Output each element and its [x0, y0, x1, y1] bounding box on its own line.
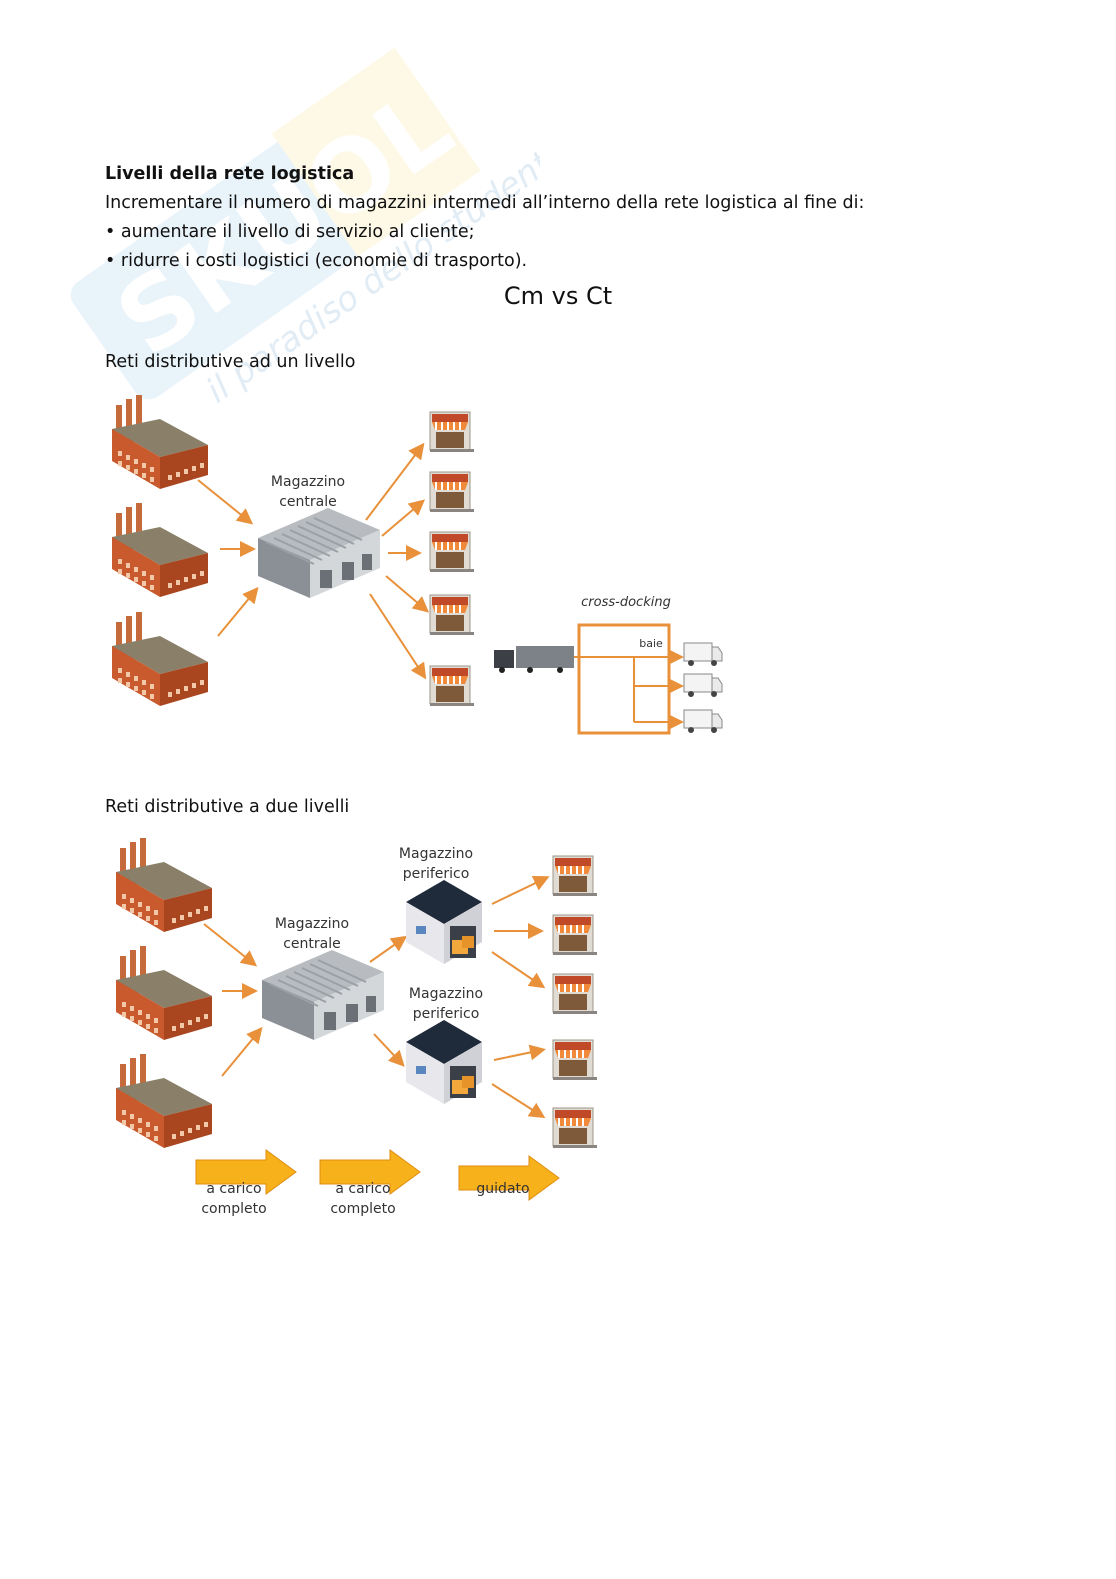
store-icon-5 — [429, 665, 475, 707]
bays-label: baie — [639, 637, 663, 650]
factory-icon-6 — [116, 1054, 212, 1148]
peripheral-warehouse-b-icon — [406, 1020, 482, 1104]
flow-arrow — [365, 442, 425, 521]
peripheral-warehouse-a-icon — [406, 880, 482, 964]
central-warehouse-icon — [257, 507, 381, 599]
peripheral-warehouse-b-label-line2: periferico — [413, 1006, 480, 1022]
peripheral-warehouse-b-label-line1: Magazzino — [409, 986, 483, 1002]
flow3-label: guidato — [476, 1181, 529, 1197]
flow-arrow — [203, 923, 258, 967]
peripheral-warehouse-a-label-line1: Magazzino — [399, 846, 473, 862]
cross-docking-label: cross-docking — [581, 595, 671, 610]
store-icon-1 — [429, 411, 475, 453]
bullet-service-level: • aumentare il livello di servizio al cl… — [105, 222, 475, 242]
section-heading: Livelli della rete logistica — [105, 164, 355, 184]
factory-icon-5 — [116, 946, 212, 1040]
subtitle-cm-vs-ct: Cm vs Ct — [503, 282, 613, 310]
peripheral-warehouse-a-label-line2: periferico — [403, 866, 470, 882]
flow2-label-line2: completo — [330, 1201, 395, 1217]
store-icon-6 — [552, 855, 598, 897]
store-icon-9 — [552, 1039, 598, 1081]
flow1-label-line2: completo — [201, 1201, 266, 1217]
van-icon-3 — [683, 709, 723, 734]
store-icon-3 — [429, 531, 475, 573]
flow-arrow — [369, 593, 427, 680]
section-intro: Incrementare il numero di magazzini inte… — [105, 193, 865, 213]
cross-dock-routing — [574, 649, 684, 730]
store-icon-8 — [552, 973, 598, 1015]
flow-arrow — [373, 1033, 405, 1067]
flow2-label-line1: a carico — [335, 1181, 390, 1197]
factory-icon-2 — [112, 503, 208, 597]
flow1-label-line1: a carico — [206, 1181, 261, 1197]
diagram-one-title: Reti distributive ad un livello — [105, 352, 356, 372]
store-icon-10 — [552, 1107, 598, 1149]
central-warehouse-2-label-line1: Magazzino — [275, 916, 349, 932]
central-warehouse-2-label-line2: centrale — [283, 936, 341, 952]
flow-arrow — [197, 479, 254, 525]
flow-arrow — [381, 499, 426, 537]
store-icon-4 — [429, 594, 475, 636]
flow-arrow — [385, 575, 430, 613]
flow-arrow — [369, 935, 408, 963]
flow-arrow — [491, 951, 546, 989]
flow-arrow — [491, 875, 550, 905]
central-warehouse-label-line2: centrale — [279, 494, 337, 510]
diagram-two-title: Reti distributive a due livelli — [105, 797, 350, 817]
factory-icon-3 — [112, 612, 208, 706]
central-warehouse-2-icon — [261, 949, 385, 1041]
store-icon-7 — [552, 914, 598, 956]
van-icon-1 — [683, 642, 723, 667]
flow-arrow — [217, 586, 259, 637]
central-warehouse-label-line1: Magazzino — [271, 474, 345, 490]
flow-arrow — [221, 1026, 263, 1077]
factory-icon-1 — [112, 395, 208, 489]
flow-arrow — [491, 1083, 546, 1119]
van-icon-2 — [683, 673, 723, 698]
bullet-logistic-costs: • ridurre i costi logistici (economie di… — [105, 251, 528, 271]
truck-icon — [494, 646, 574, 673]
factory-icon-4 — [116, 838, 212, 932]
flow-arrow — [493, 1044, 546, 1061]
store-icon-2 — [429, 471, 475, 513]
